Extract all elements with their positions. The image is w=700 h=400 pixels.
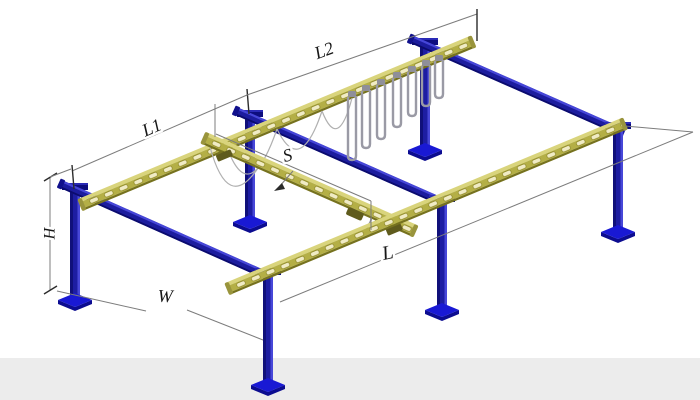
dim-line-S [215,133,372,202]
dim-line-L2 [246,13,478,96]
floor-strip [0,358,700,400]
header-beam-middle [232,105,447,207]
base-plate [58,300,92,311]
dimension-lines [43,9,694,341]
dimension-labels: L1 L2 S L H W [38,35,398,309]
base-plate [251,385,285,396]
dim-line-L1 [71,94,248,172]
dim-line-W [56,290,147,312]
festoon-wire-arcs [209,97,353,187]
bridge-beam [200,132,419,237]
base-plate [601,232,635,243]
end-truck-near [386,223,403,236]
base-plate [425,310,459,321]
label-W: W [157,286,175,307]
end-truck-far [216,149,233,162]
festoon-loops [346,55,445,162]
dim-line-L [279,131,694,303]
header-beam-right [407,33,626,137]
runway-track-near [224,117,628,295]
base-plate [408,150,442,161]
arrowhead [274,183,285,191]
header-beam-left [57,178,271,280]
hoist-trolley [346,207,364,221]
label-H: H [40,226,57,240]
base-plate [233,222,267,233]
